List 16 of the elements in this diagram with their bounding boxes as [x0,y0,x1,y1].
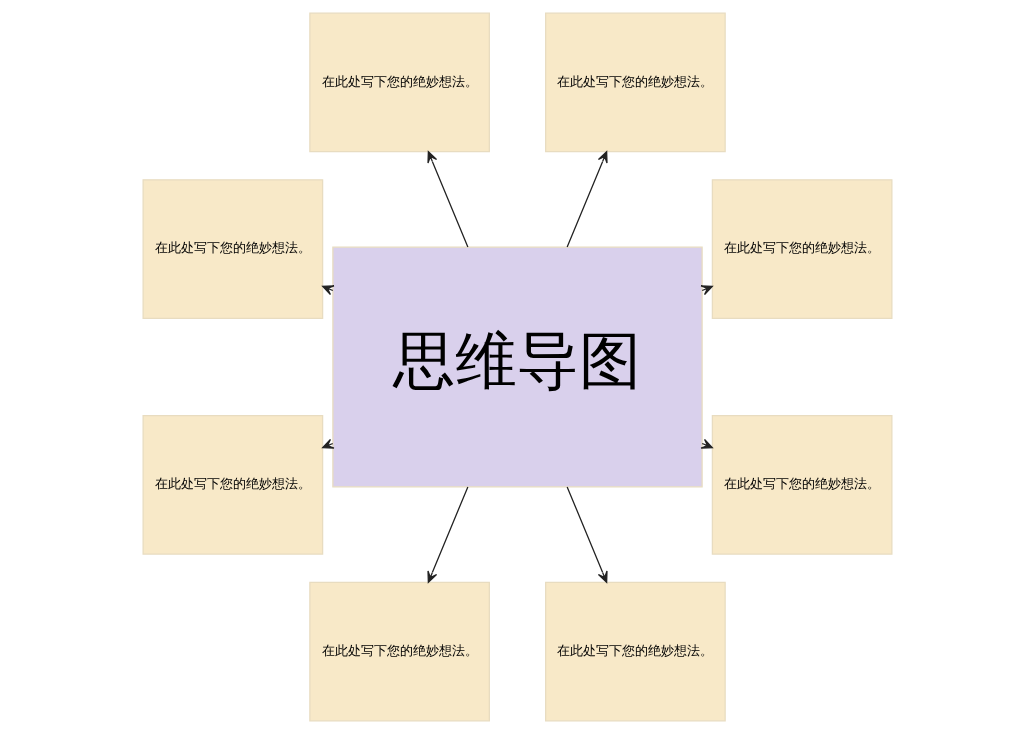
node-box: 在此处写下您的绝妙想法。 [711,415,892,555]
node-box: 在此处写下您的绝妙想法。 [142,179,323,319]
node-box: 在此处写下您的绝妙想法。 [308,12,490,153]
node-box: 在此处写下您的绝妙想法。 [308,581,490,722]
arrow [699,438,713,449]
arrow [321,438,335,449]
arrow [566,151,608,248]
node-box: 在此处写下您的绝妙想法。 [711,179,892,319]
arrow [426,151,468,248]
node-box: 在此处写下您的绝妙想法。 [544,581,726,722]
node-box: 在此处写下您的绝妙想法。 [142,415,323,555]
arrow [566,486,608,583]
arrow [426,486,468,583]
arrow [321,285,335,296]
node-box: 在此处写下您的绝妙想法。 [544,12,726,153]
arrow [699,285,713,296]
